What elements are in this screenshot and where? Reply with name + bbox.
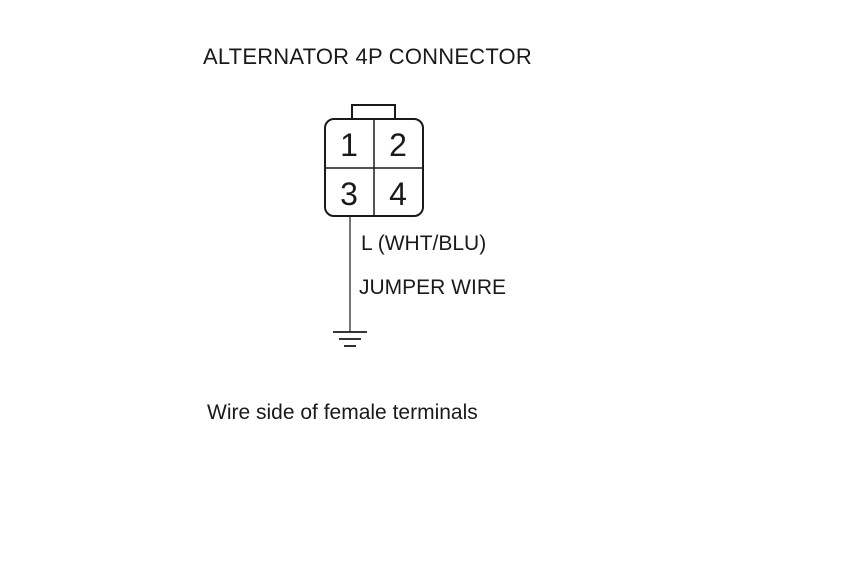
jumper-wire-label: JUMPER WIRE [359, 276, 506, 299]
pin-3-label: 3 [340, 176, 358, 212]
view-note: Wire side of female terminals [207, 401, 478, 424]
diagram-title: ALTERNATOR 4P CONNECTOR [203, 44, 532, 69]
wire-color-label: L (WHT/BLU) [361, 232, 487, 255]
ground-icon [333, 331, 367, 347]
pin-2-label: 2 [389, 127, 407, 163]
connector-lock-tab [351, 104, 396, 119]
pin-1-label: 1 [340, 127, 358, 163]
pin-4-label: 4 [389, 176, 407, 212]
